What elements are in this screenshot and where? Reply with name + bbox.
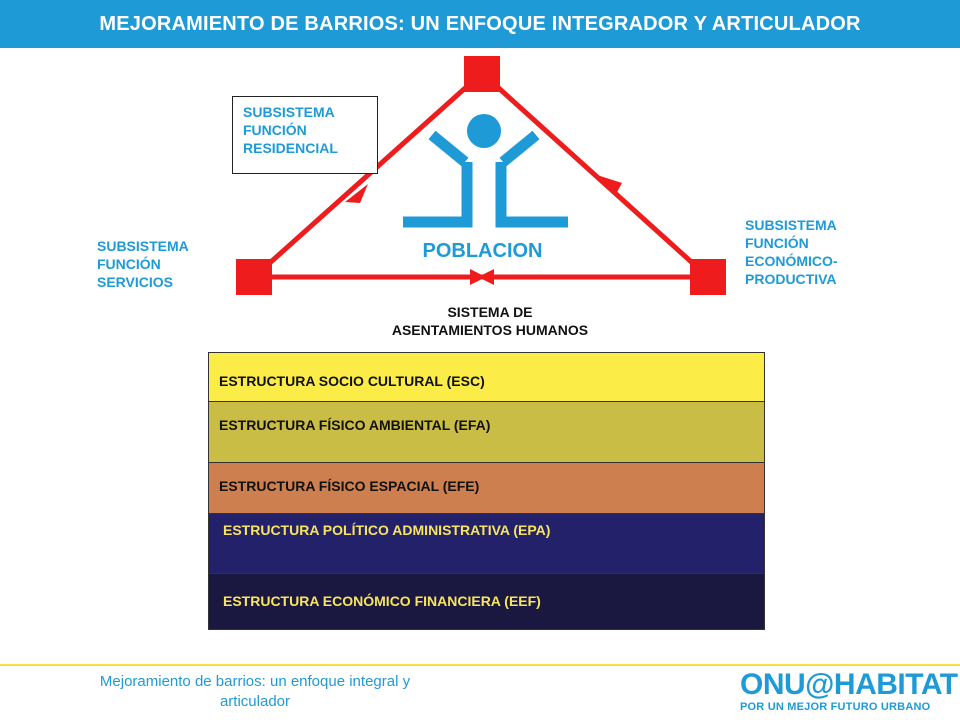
footer-divider xyxy=(0,664,960,666)
population-label: POBLACION xyxy=(422,240,543,262)
settlement-system-label: SISTEMA DE ASENTAMIENTOS HUMANOS xyxy=(330,303,650,339)
residencial-line-3: RESIDENCIAL xyxy=(243,140,338,156)
edge-top-right xyxy=(480,71,710,279)
footer-caption-line-2: articulador xyxy=(219,693,291,710)
servicios-line-3: SERVICIOS xyxy=(97,274,173,290)
arrow-left-edge xyxy=(345,184,368,203)
economico-line-4: PRODUCTIVA xyxy=(745,271,837,287)
residencial-line-1: SUBSISTEMA xyxy=(243,104,335,120)
economico-line-2: FUNCIÓN xyxy=(745,235,809,251)
servicios-line-1: SUBSISTEMA xyxy=(97,238,189,254)
node-left xyxy=(236,259,272,295)
logo-text: ONU@HABITAT xyxy=(740,668,958,701)
structure-label-epa: ESTRUCTURA POLÍTICO ADMINISTRATIVA (EPA) xyxy=(223,522,551,538)
structure-band-epa: ESTRUCTURA POLÍTICO ADMINISTRATIVA (EPA) xyxy=(208,513,765,574)
structure-label-efa: ESTRUCTURA FÍSICO AMBIENTAL (EFA) xyxy=(219,417,491,433)
structure-band-eef: ESTRUCTURA ECONÓMICO FINANCIERA (EEF) xyxy=(208,573,765,630)
structure-band-efa: ESTRUCTURA FÍSICO AMBIENTAL (EFA) xyxy=(208,401,765,463)
structure-label-esc: ESTRUCTURA SOCIO CULTURAL (ESC) xyxy=(219,373,485,389)
economico-line-1: SUBSISTEMA xyxy=(745,217,837,233)
footer-caption: Mejoramiento de barrios: un enfoque inte… xyxy=(30,672,480,712)
residencial-line-2: FUNCIÓN xyxy=(243,122,307,138)
economico-line-3: ECONÓMICO- xyxy=(745,253,838,269)
structure-label-eef: ESTRUCTURA ECONÓMICO FINANCIERA (EEF) xyxy=(223,593,541,609)
economic-subsystem-label: SUBSISTEMA FUNCIÓN ECONÓMICO- PRODUCTIVA xyxy=(745,216,838,288)
sistema-line-2: ASENTAMIENTOS HUMANOS xyxy=(391,322,589,338)
page-title: MEJORAMIENTO DE BARRIOS: UN ENFOQUE INTE… xyxy=(0,0,960,48)
structure-band-efe: ESTRUCTURA FÍSICO ESPACIAL (EFE) xyxy=(208,462,765,514)
services-subsystem-label: SUBSISTEMA FUNCIÓN SERVICIOS xyxy=(97,237,189,291)
arrow-right-edge xyxy=(597,175,622,194)
person-arms-raised-icon xyxy=(403,114,568,228)
node-right xyxy=(690,259,726,295)
node-top xyxy=(464,56,500,92)
edge-top-left xyxy=(252,71,484,279)
arrow-bottom-right xyxy=(478,269,494,285)
sistema-line-1: SISTEMA DE xyxy=(447,304,533,320)
structure-band-esc: ESTRUCTURA SOCIO CULTURAL (ESC) xyxy=(208,352,765,402)
structure-label-efe: ESTRUCTURA FÍSICO ESPACIAL (EFE) xyxy=(219,478,480,494)
onu-habitat-logo: ONU@HABITAT xyxy=(740,668,958,702)
servicios-line-2: FUNCIÓN xyxy=(97,256,161,272)
logo-tagline: POR UN MEJOR FUTURO URBANO xyxy=(740,701,931,713)
footer-caption-line-1: Mejoramiento de barrios: un enfoque inte… xyxy=(99,673,411,690)
residential-subsystem-box: SUBSISTEMA FUNCIÓN RESIDENCIAL xyxy=(232,96,378,174)
